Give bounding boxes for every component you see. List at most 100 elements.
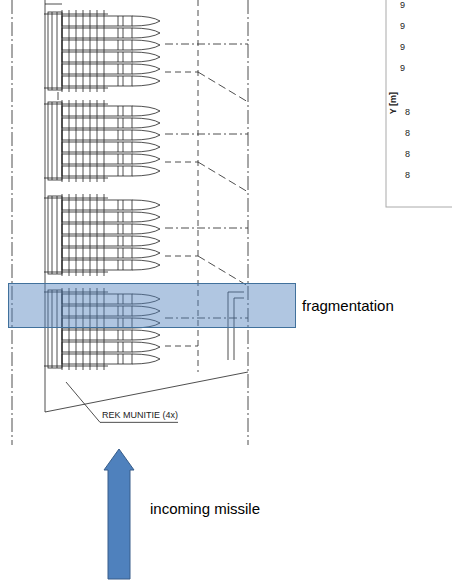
projectile-nose [132, 330, 160, 340]
rack-rail [90, 10, 91, 92]
projectile-body [62, 354, 132, 364]
projectile-body [62, 154, 132, 164]
rack-rail [44, 14, 108, 15]
rack-rail [44, 178, 108, 179]
rack-rail [52, 102, 53, 180]
projectile-band [123, 354, 124, 364]
rack-rail [76, 100, 77, 182]
axis-label: 9 [400, 21, 405, 31]
drawing-group [12, 0, 248, 445]
projectile-band [118, 212, 119, 222]
rack-rail [44, 104, 108, 105]
rack-frame [48, 12, 62, 90]
rack-rail [104, 100, 105, 182]
rack-frame [48, 196, 62, 274]
hidden-line [165, 256, 198, 257]
hidden-line [165, 228, 248, 229]
projectile-band [123, 342, 124, 352]
projectile-band [118, 330, 119, 340]
arrow-fill [104, 449, 134, 579]
projectile-nose [132, 76, 160, 86]
projectile-body [62, 200, 132, 210]
rack-rail [44, 198, 108, 199]
rack-rail [52, 196, 53, 274]
projectile-band [123, 142, 124, 152]
axis-label: 8 [405, 107, 410, 117]
projectile-nose [132, 342, 160, 352]
rack-rail [90, 194, 91, 276]
projectile-body [62, 28, 132, 38]
projectile-nose [132, 236, 160, 246]
axis-label: 9 [400, 63, 405, 73]
rack-rail [76, 194, 77, 276]
projectile-nose [132, 106, 160, 116]
projectile-band [118, 248, 119, 258]
projectile-band [123, 118, 124, 128]
rack-frame [48, 102, 62, 180]
axis-label: 8 [405, 149, 410, 159]
projectile-band [123, 52, 124, 62]
projectile-band [118, 28, 119, 38]
rack-rail [97, 100, 98, 182]
fragmentation-band-shape [8, 283, 296, 328]
projectile-band [123, 106, 124, 116]
hidden-line [165, 44, 248, 45]
projectile-band [123, 212, 124, 222]
hull-line [45, 372, 248, 412]
projectile-body [62, 76, 132, 86]
projectile-body [62, 212, 132, 222]
projectile-body [62, 118, 132, 128]
axis-label: 8 [405, 128, 410, 138]
projectile-band [118, 40, 119, 50]
projectile-body [62, 248, 132, 258]
rack-rail [104, 194, 105, 276]
projectile-nose [132, 166, 160, 176]
projectile-nose [132, 130, 160, 140]
hidden-line [165, 162, 198, 163]
rack-rail [57, 12, 58, 90]
axis-label: 9 [400, 0, 405, 10]
callout-text: fragmentation [302, 297, 394, 315]
projectile-band [123, 330, 124, 340]
fragmentation-band: fragmentation [8, 283, 296, 328]
projectile-band [123, 260, 124, 270]
projectile-band [123, 248, 124, 258]
projectile-nose [132, 118, 160, 128]
projectile-band [123, 236, 124, 246]
projectile-body [62, 40, 132, 50]
rack-rail [44, 272, 108, 273]
rack-rail [90, 100, 91, 182]
projectile-body [62, 64, 132, 74]
projectile-body [62, 130, 132, 140]
callout-text: incoming missile [150, 500, 260, 518]
rack-rail [76, 10, 77, 92]
center-line [248, 0, 249, 445]
projectile-nose [132, 40, 160, 50]
projectile-band [118, 224, 119, 234]
ammo-rack [44, 194, 160, 276]
axis-label: Y [m] [388, 92, 398, 114]
projectile-band [118, 76, 119, 86]
rack-rail [83, 10, 84, 92]
projectile-body [62, 142, 132, 152]
projectile-nose [132, 200, 160, 210]
projectile-band [123, 224, 124, 234]
ammo-rack [44, 100, 160, 182]
hull-line [45, 4, 62, 5]
hull-line [45, 0, 46, 412]
projectile-nose [132, 224, 160, 234]
rack-rail [83, 194, 84, 276]
rack-rail [44, 88, 108, 89]
band-fill [9, 284, 296, 328]
hidden-line [198, 256, 248, 286]
rack-rail [69, 194, 70, 276]
axis-label: 9 [400, 42, 405, 52]
projectile-nose [132, 154, 160, 164]
projectile-band [123, 130, 124, 140]
rack-rail [104, 10, 105, 92]
rack-rail [44, 366, 108, 367]
projectile-band [123, 76, 124, 86]
rack-rail [83, 100, 84, 182]
projectile-nose [132, 28, 160, 38]
